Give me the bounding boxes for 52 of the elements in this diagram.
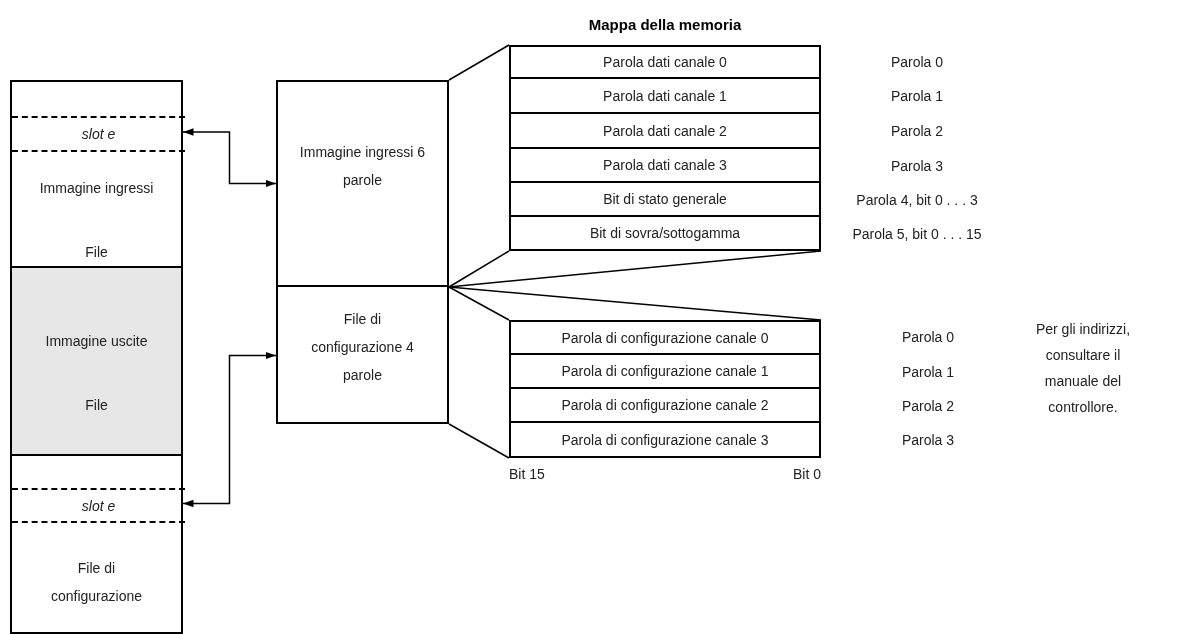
word-row bbox=[509, 389, 821, 423]
node-text: Parola dati canale 3 bbox=[603, 156, 727, 175]
word-number: Parola 2 bbox=[889, 122, 945, 141]
file-box bbox=[276, 80, 449, 287]
memory-section bbox=[10, 268, 183, 454]
node-text: File di configurazione bbox=[49, 559, 144, 606]
word-number: Parola 1 bbox=[889, 87, 945, 106]
memory-section bbox=[10, 454, 183, 634]
node-text: Parola dati canale 0 bbox=[603, 53, 727, 72]
node-text: Parola di configurazione canale 1 bbox=[561, 362, 769, 381]
word-row bbox=[509, 320, 821, 355]
slot-label: slot e bbox=[81, 496, 116, 516]
word-row bbox=[509, 183, 821, 217]
word-number: Parola 3 bbox=[900, 431, 956, 450]
node-text: File di configurazione 4 parole bbox=[310, 310, 415, 385]
slot-band bbox=[12, 488, 185, 523]
word-row bbox=[509, 45, 821, 79]
word-number: Parola 0 bbox=[900, 328, 956, 347]
memory-section bbox=[10, 80, 183, 268]
arrow bbox=[182, 128, 277, 188]
word-number: Parola 4, bit 0 . . . 3 bbox=[855, 191, 979, 210]
node-text: Bit di sovra/sottogamma bbox=[589, 224, 741, 243]
node-text: Immagine ingressi 6 parole bbox=[298, 143, 427, 190]
word-number: Parola 0 bbox=[889, 53, 945, 72]
node-text: Immagine ingressi bbox=[38, 179, 155, 198]
node-text: File bbox=[84, 396, 109, 415]
word-row bbox=[509, 79, 821, 114]
node-text: Immagine uscite bbox=[44, 332, 149, 351]
node-text: Parola di configurazione canale 2 bbox=[561, 396, 769, 415]
slot-label: slot e bbox=[81, 125, 116, 144]
word-number: Parola 2 bbox=[900, 397, 956, 416]
bit-label: Bit 0 bbox=[793, 465, 821, 484]
file-box bbox=[276, 287, 449, 424]
node-text: File bbox=[84, 243, 109, 262]
word-number: Parola 5, bit 0 . . . 15 bbox=[851, 225, 983, 244]
node-text: Bit di stato generale bbox=[603, 190, 727, 209]
word-row bbox=[509, 355, 821, 389]
word-number: Parola 3 bbox=[889, 157, 945, 176]
word-row bbox=[509, 423, 821, 458]
bit-label: Bit 15 bbox=[509, 465, 545, 484]
word-row bbox=[509, 149, 821, 183]
diagram-title: Mappa della memoria bbox=[587, 15, 743, 35]
word-number: Parola 1 bbox=[900, 363, 956, 382]
node-text: Parola di configurazione canale 0 bbox=[561, 328, 769, 348]
node-text: Parola dati canale 1 bbox=[603, 86, 727, 106]
word-row bbox=[509, 114, 821, 149]
node-text: Parola dati canale 2 bbox=[603, 121, 727, 141]
node-text: Parola di configurazione canale 3 bbox=[561, 430, 769, 450]
word-row bbox=[509, 217, 821, 251]
note-text: Per gli indirizzi, consultare il manuale del controllore. bbox=[1034, 320, 1132, 417]
slot-band bbox=[12, 116, 185, 152]
arrow bbox=[182, 351, 277, 508]
